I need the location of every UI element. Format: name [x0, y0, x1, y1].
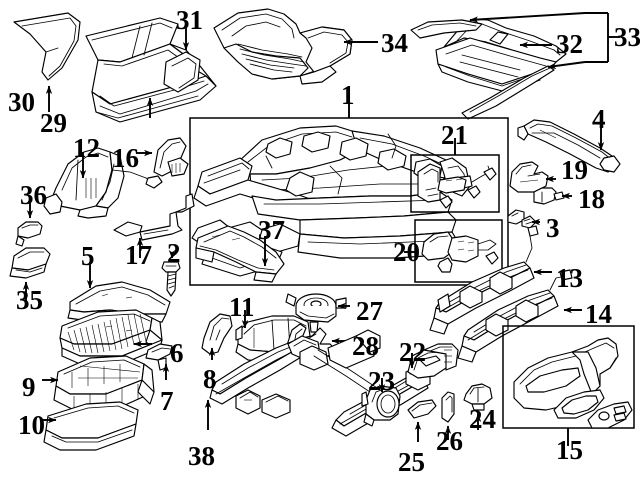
- part-19-cover-cap: [509, 161, 549, 193]
- callout-number-10[interactable]: 10: [18, 410, 45, 440]
- callout-number-28[interactable]: 28: [352, 331, 379, 361]
- callout-number-31[interactable]: 31: [176, 5, 203, 35]
- callout-number-4[interactable]: 4: [592, 104, 606, 134]
- part-26-trim-pin: [441, 391, 455, 423]
- callout-number-27[interactable]: 27: [356, 296, 383, 326]
- callout-number-35[interactable]: 35: [16, 285, 43, 315]
- part-10-front-panel: [43, 401, 139, 451]
- callout-number-30[interactable]: 30: [8, 87, 35, 117]
- part-34-seat-cushion-assembly: [213, 8, 353, 85]
- part-35-retainer-clip-large: [9, 247, 51, 279]
- part-31-side-trim-right: [163, 51, 201, 93]
- part-33-rod-upper: [410, 19, 483, 39]
- callout-number-15[interactable]: 15: [556, 435, 583, 465]
- callout-number-33[interactable]: 33: [614, 22, 640, 52]
- part-21-front-motor: [417, 163, 497, 209]
- callout-number-37[interactable]: 37: [258, 215, 285, 245]
- part-13-side-rail-right: [429, 225, 539, 335]
- callout-number-29[interactable]: 29: [40, 108, 67, 138]
- callout-33-bracket: [585, 12, 620, 63]
- part-27-lumbar-motor: [285, 293, 347, 333]
- box-20-rear-motor: [414, 219, 503, 283]
- callout-number-6[interactable]: 6: [170, 338, 184, 368]
- callout-number-14[interactable]: 14: [585, 299, 612, 329]
- callout-number-3[interactable]: 3: [546, 213, 560, 243]
- part-2-screw: [161, 261, 181, 297]
- callout-number-23[interactable]: 23: [368, 366, 395, 396]
- part-18-bushing: [533, 187, 565, 205]
- callout-number-19[interactable]: 19: [561, 155, 588, 185]
- part-15-trim-panel: [513, 337, 633, 429]
- callout-number-2[interactable]: 2: [167, 238, 181, 268]
- part-24-harness-clip: [463, 383, 493, 411]
- part-14-side-rail-left: [457, 269, 573, 363]
- part-16-adjust-handle: [153, 137, 189, 177]
- callout-number-34[interactable]: 34: [381, 28, 408, 58]
- callout-number-5[interactable]: 5: [81, 241, 95, 271]
- callout-number-1[interactable]: 1: [341, 80, 355, 110]
- callout-number-9[interactable]: 9: [22, 372, 36, 402]
- callout-number-17[interactable]: 17: [125, 240, 152, 270]
- callout-number-12[interactable]: 12: [73, 133, 100, 163]
- part-23-recliner-motor: [361, 385, 401, 427]
- part-20-rear-motor: [421, 231, 499, 273]
- callout-number-20[interactable]: 20: [393, 237, 420, 267]
- part-8-trim-hook-clip: [201, 313, 233, 355]
- callout-number-26[interactable]: 26: [436, 426, 463, 456]
- part-12-side-shield: [43, 147, 163, 219]
- callout-number-18[interactable]: 18: [578, 184, 605, 214]
- callout-number-21[interactable]: 21: [441, 120, 468, 150]
- part-25-trim-cap: [407, 399, 437, 419]
- callout-number-16[interactable]: 16: [112, 143, 139, 173]
- callout-number-24[interactable]: 24: [469, 404, 496, 434]
- part-7-spring-retainer: [145, 343, 173, 371]
- part-33-rod-lower: [461, 65, 555, 120]
- part-22-position-sensor: [407, 343, 459, 379]
- callout-number-8[interactable]: 8: [203, 364, 217, 394]
- part-17-link-rod: [113, 193, 195, 241]
- part-30-side-trim-left: [13, 12, 81, 81]
- callout-number-7[interactable]: 7: [160, 386, 174, 416]
- callout-number-32[interactable]: 32: [556, 29, 583, 59]
- callout-number-25[interactable]: 25: [398, 447, 425, 477]
- part-9-heater-panel: [53, 355, 155, 411]
- part-4-cross-member: [517, 119, 621, 173]
- callout-number-38[interactable]: 38: [188, 441, 215, 471]
- callout-number-13[interactable]: 13: [556, 263, 583, 293]
- part-3-bolt: [507, 209, 537, 229]
- callout-number-11[interactable]: 11: [229, 292, 255, 322]
- callout-number-22[interactable]: 22: [399, 337, 426, 367]
- callout-number-36[interactable]: 36: [20, 180, 47, 210]
- callout-leader-lines: [45, 12, 586, 118]
- part-36-retainer-clip-small: [15, 221, 43, 247]
